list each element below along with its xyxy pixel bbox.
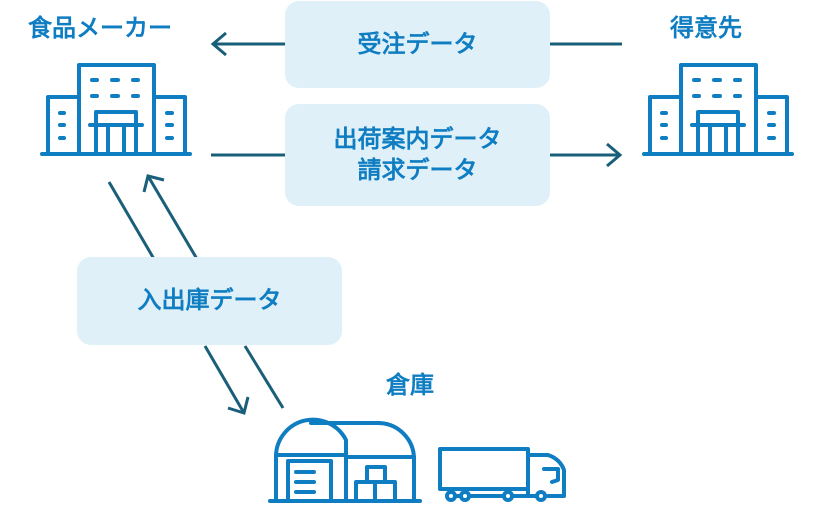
inventory-data-box: 入出庫データ <box>77 257 342 345</box>
customer-label: 得意先 <box>670 14 742 42</box>
maker-label: 食品メーカー <box>28 14 172 42</box>
shipping-data-box: 出荷案内データ 請求データ <box>285 104 550 206</box>
warehouse-label: 倉庫 <box>386 371 434 399</box>
inventory-arrow-up <box>142 174 285 409</box>
order-arrow <box>210 31 622 57</box>
shipping-arrow <box>211 142 623 168</box>
order-data-box: 受注データ <box>285 1 550 88</box>
shipping-data-label: 出荷案内データ <box>333 124 502 153</box>
billing-data-label: 請求データ <box>357 156 478 184</box>
order-data-label: 受注データ <box>357 29 478 58</box>
inventory-data-label: 入出庫データ <box>137 286 282 315</box>
inventory-arrow-down <box>107 181 250 415</box>
